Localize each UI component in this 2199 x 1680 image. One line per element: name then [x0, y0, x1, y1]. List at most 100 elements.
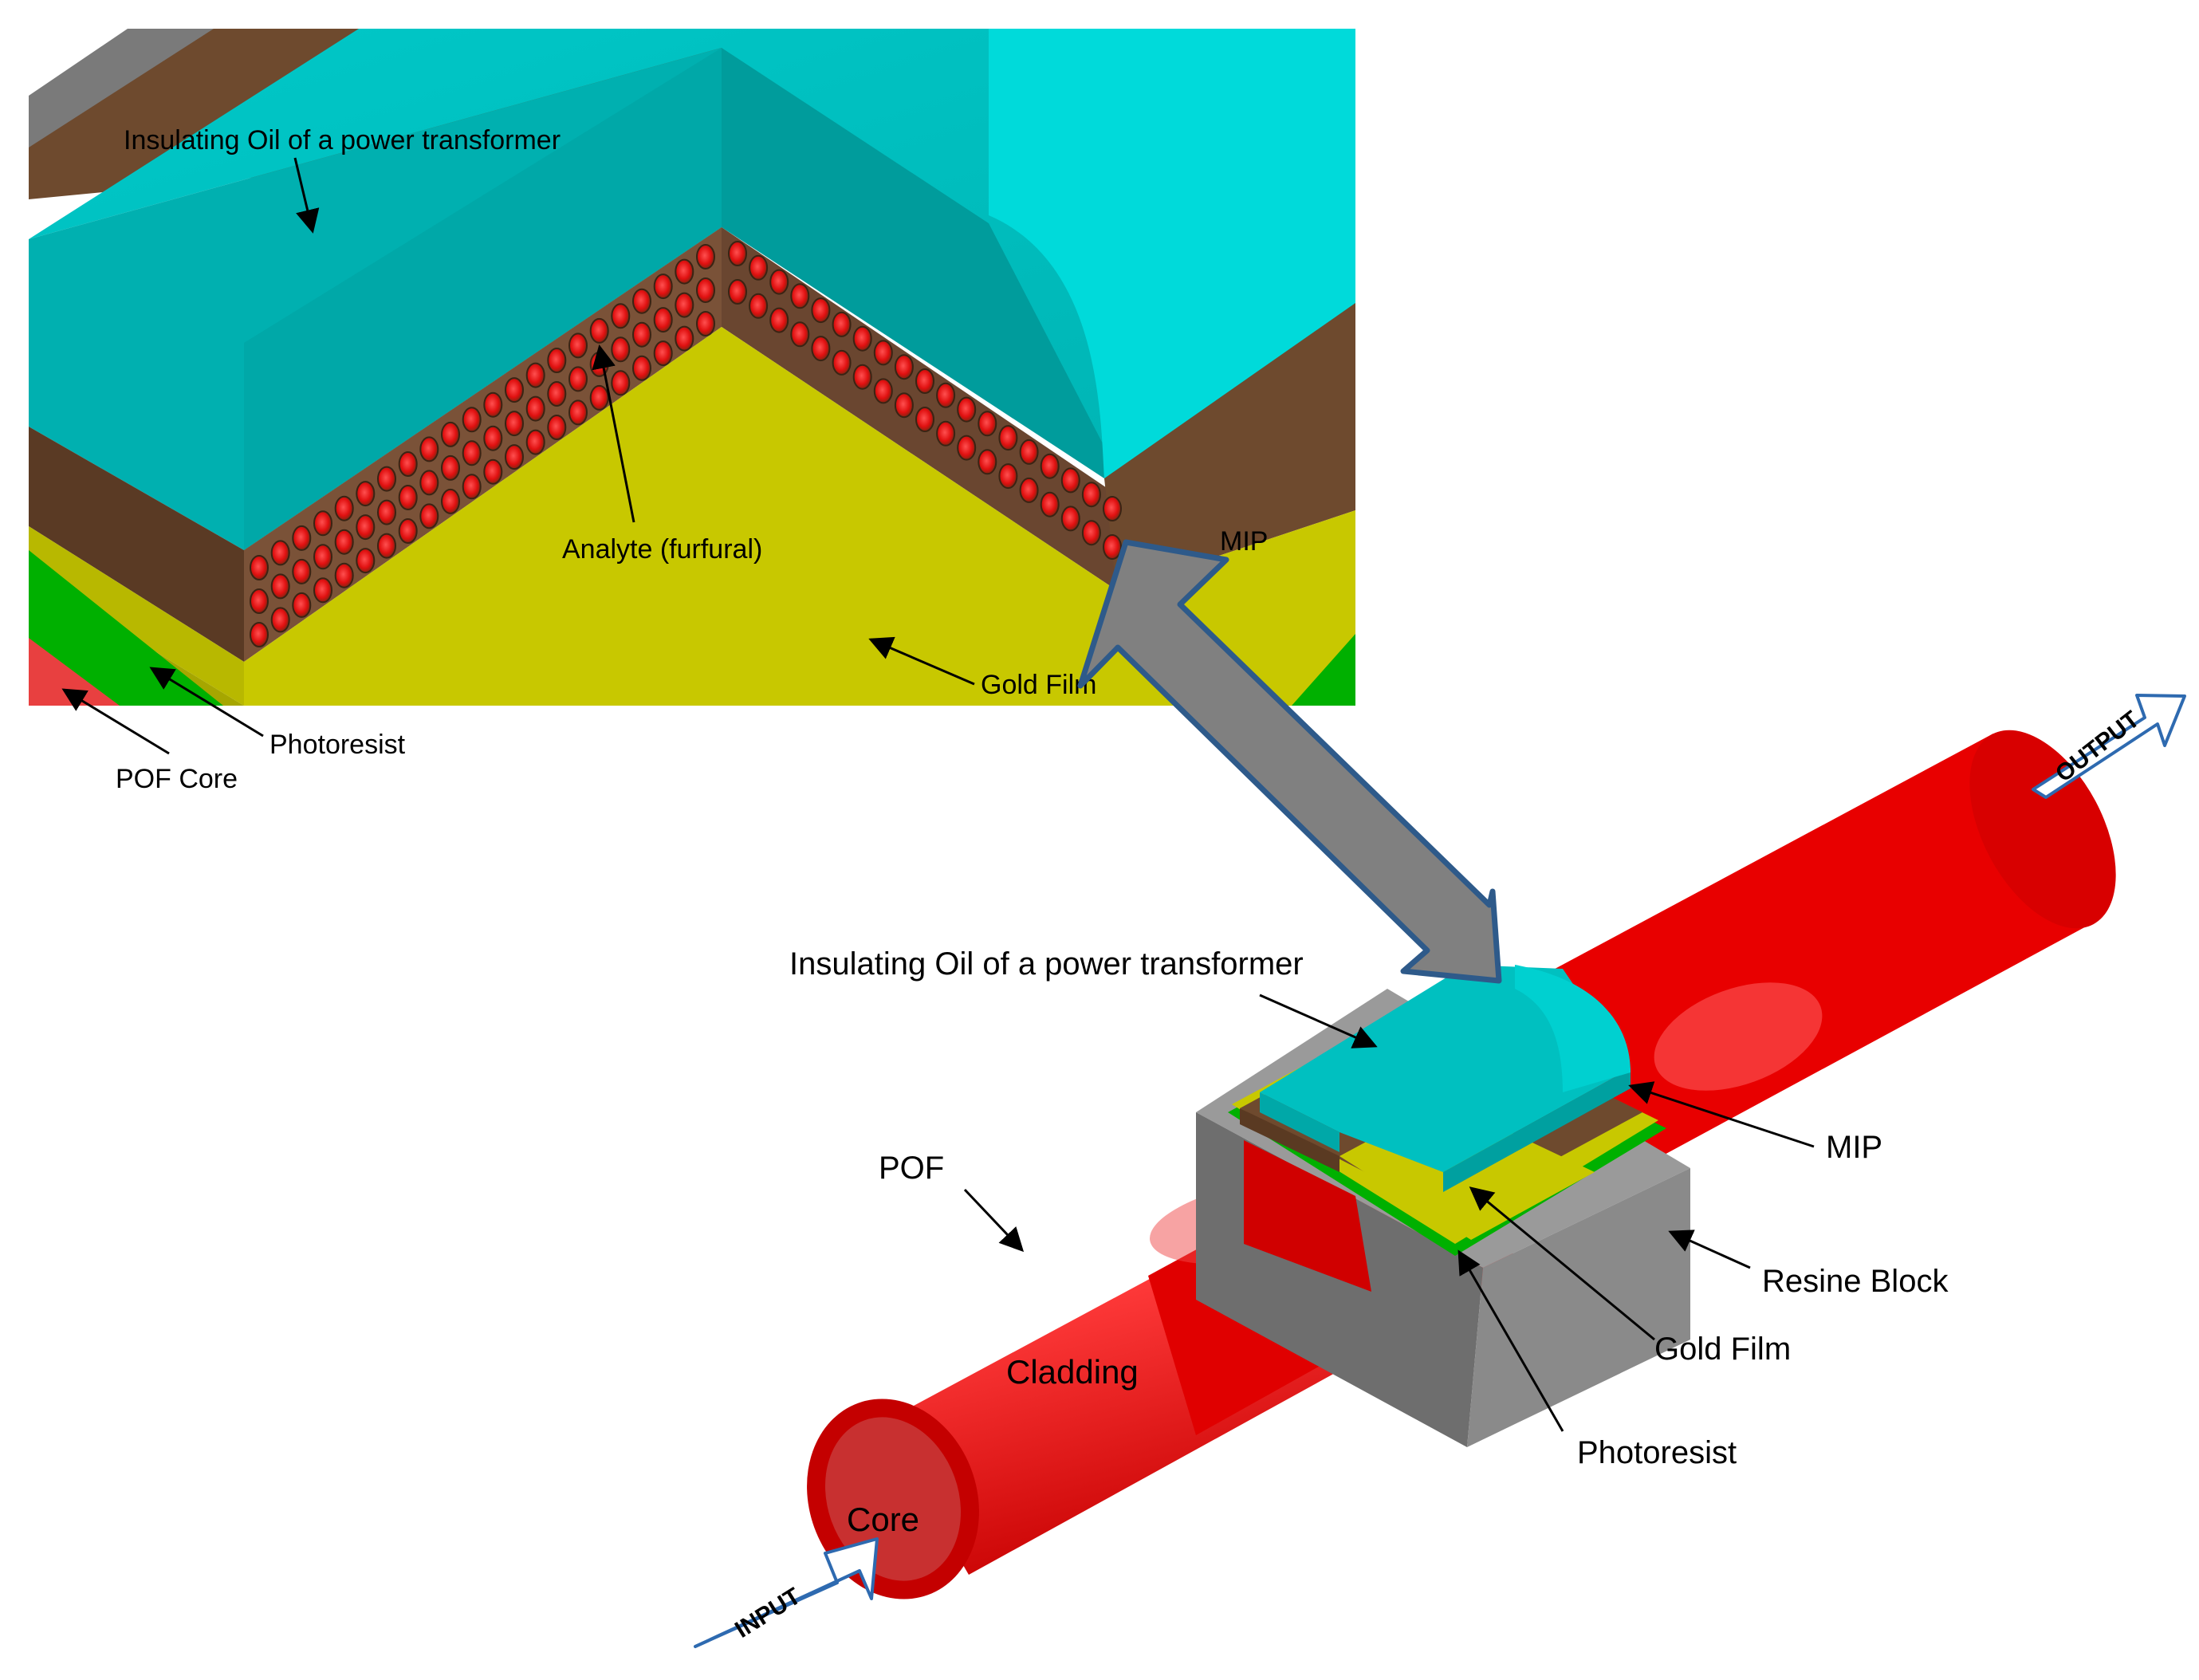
output-arrow-body	[2032, 694, 2186, 799]
analyte-dot	[957, 396, 977, 423]
analyte-dot	[1019, 477, 1039, 503]
analyte-dot	[377, 499, 396, 525]
inset-mip-left-wall	[29, 427, 244, 662]
analyte-dot	[1081, 482, 1101, 508]
label-gold-film: Gold Film	[1654, 1332, 1791, 1367]
inset-label-gold: Gold Film	[981, 670, 1096, 700]
analyte-dot	[419, 503, 439, 529]
cladding-block-left	[1244, 1140, 1371, 1292]
analyte-dot	[998, 463, 1018, 490]
analyte-dot	[589, 384, 609, 411]
inset-oil-front-right	[722, 48, 1104, 478]
analyte-dot	[334, 562, 354, 588]
analyte-dot	[632, 288, 651, 314]
analyte-dot	[696, 277, 715, 303]
inset-view	[29, 29, 1355, 706]
analyte-dot	[632, 355, 651, 381]
input-arrow-shape	[694, 1537, 879, 1648]
analyte-dot	[270, 607, 290, 633]
analyte-dot	[894, 392, 914, 419]
analyte-dot	[936, 420, 956, 447]
analyte-dot	[589, 317, 609, 344]
analyte-dot	[334, 495, 354, 521]
inset-label-analyte: Analyte (furfural)	[562, 534, 762, 565]
output-arrow-label: OUTPUT	[2051, 706, 2145, 788]
resine-block-right-face	[1467, 1168, 1690, 1447]
analyte-dot	[292, 558, 312, 584]
input-arrow-label: INPUT	[730, 1583, 805, 1643]
analyte-dot	[377, 466, 396, 492]
analyte-dot	[334, 529, 354, 555]
analyte-dot	[1081, 520, 1101, 546]
analyte-dot	[250, 555, 269, 580]
analyte-dot	[505, 411, 524, 437]
analyte-dot	[653, 340, 673, 367]
analyte-dot	[505, 444, 524, 470]
cladding-end-cap-right	[1969, 730, 2116, 929]
analyte-dot	[749, 293, 769, 319]
analyte-dot	[653, 307, 673, 333]
inset-label-oil: Insulating Oil of a power transformer	[124, 125, 561, 155]
analyte-dot	[915, 407, 934, 432]
oil-front-left	[1260, 1092, 1339, 1152]
inset-photoresist-strip	[29, 550, 223, 706]
analyte-dot	[398, 451, 418, 477]
analyte-dot	[270, 573, 290, 600]
inset-label-pof-core: POF Core	[116, 764, 238, 794]
label-photoresist: Photoresist	[1577, 1435, 1737, 1470]
analyte-dot	[611, 336, 631, 363]
analyte-dot	[811, 297, 831, 324]
analyte-dot	[852, 325, 872, 352]
inset-oil-front-left-shade	[244, 48, 722, 550]
analyte-dot	[675, 258, 694, 285]
leader-mip	[1628, 1081, 1815, 1148]
analyte-dot	[978, 449, 997, 475]
analyte-dot	[270, 540, 290, 566]
inset-leader-pof-core	[61, 688, 170, 755]
zoom-double-arrow	[1077, 539, 1502, 984]
pof-core-face	[824, 1417, 962, 1581]
analyte-dot	[915, 368, 934, 394]
analyte-dot	[568, 366, 588, 392]
mip-edge-front	[1240, 1108, 1339, 1172]
analyte-dot	[632, 321, 651, 348]
analyte-dot	[696, 244, 715, 270]
output-arrow[interactable]: OUTPUT	[2032, 684, 2186, 799]
oil-top	[1260, 965, 1631, 1172]
analyte-dot	[525, 429, 545, 455]
input-arrow[interactable]: INPUT	[694, 1537, 879, 1648]
analyte-dot	[547, 348, 567, 373]
analyte-dot	[313, 544, 332, 570]
analyte-dot	[790, 321, 810, 348]
analyte-dot	[1040, 491, 1060, 517]
analyte-dot	[483, 458, 503, 485]
analyte-dot	[547, 381, 567, 407]
analyte-dot	[611, 370, 631, 396]
analyte-dot	[1040, 453, 1060, 479]
analyte-dot	[483, 425, 503, 451]
analyte-dot	[811, 336, 831, 362]
analyte-dot	[873, 378, 893, 404]
label-core: Core	[847, 1501, 919, 1538]
analyte-dot	[790, 283, 810, 309]
analyte-dot	[313, 510, 332, 537]
analyte-dot	[292, 525, 312, 551]
inset-mip-right	[1104, 303, 1355, 590]
inset-leader-analyte	[592, 344, 635, 523]
inset-analyte-dots	[250, 241, 1122, 647]
analyte-dot	[313, 577, 332, 604]
analyte-dot	[292, 592, 312, 618]
inset-leader-photoresist	[149, 667, 264, 738]
analyte-dot	[769, 269, 789, 295]
label-resine-block: Resine Block	[1762, 1264, 1949, 1299]
analyte-dot	[419, 470, 439, 496]
analyte-dot	[462, 440, 482, 466]
inset-leader-gold	[868, 636, 975, 686]
analyte-dot	[936, 382, 956, 408]
analyte-dot	[525, 395, 545, 422]
inset-leader-oil	[293, 157, 320, 234]
analyte-dot	[696, 311, 715, 336]
label-mip: MIP	[1826, 1130, 1882, 1165]
analyte-dot	[769, 307, 789, 333]
